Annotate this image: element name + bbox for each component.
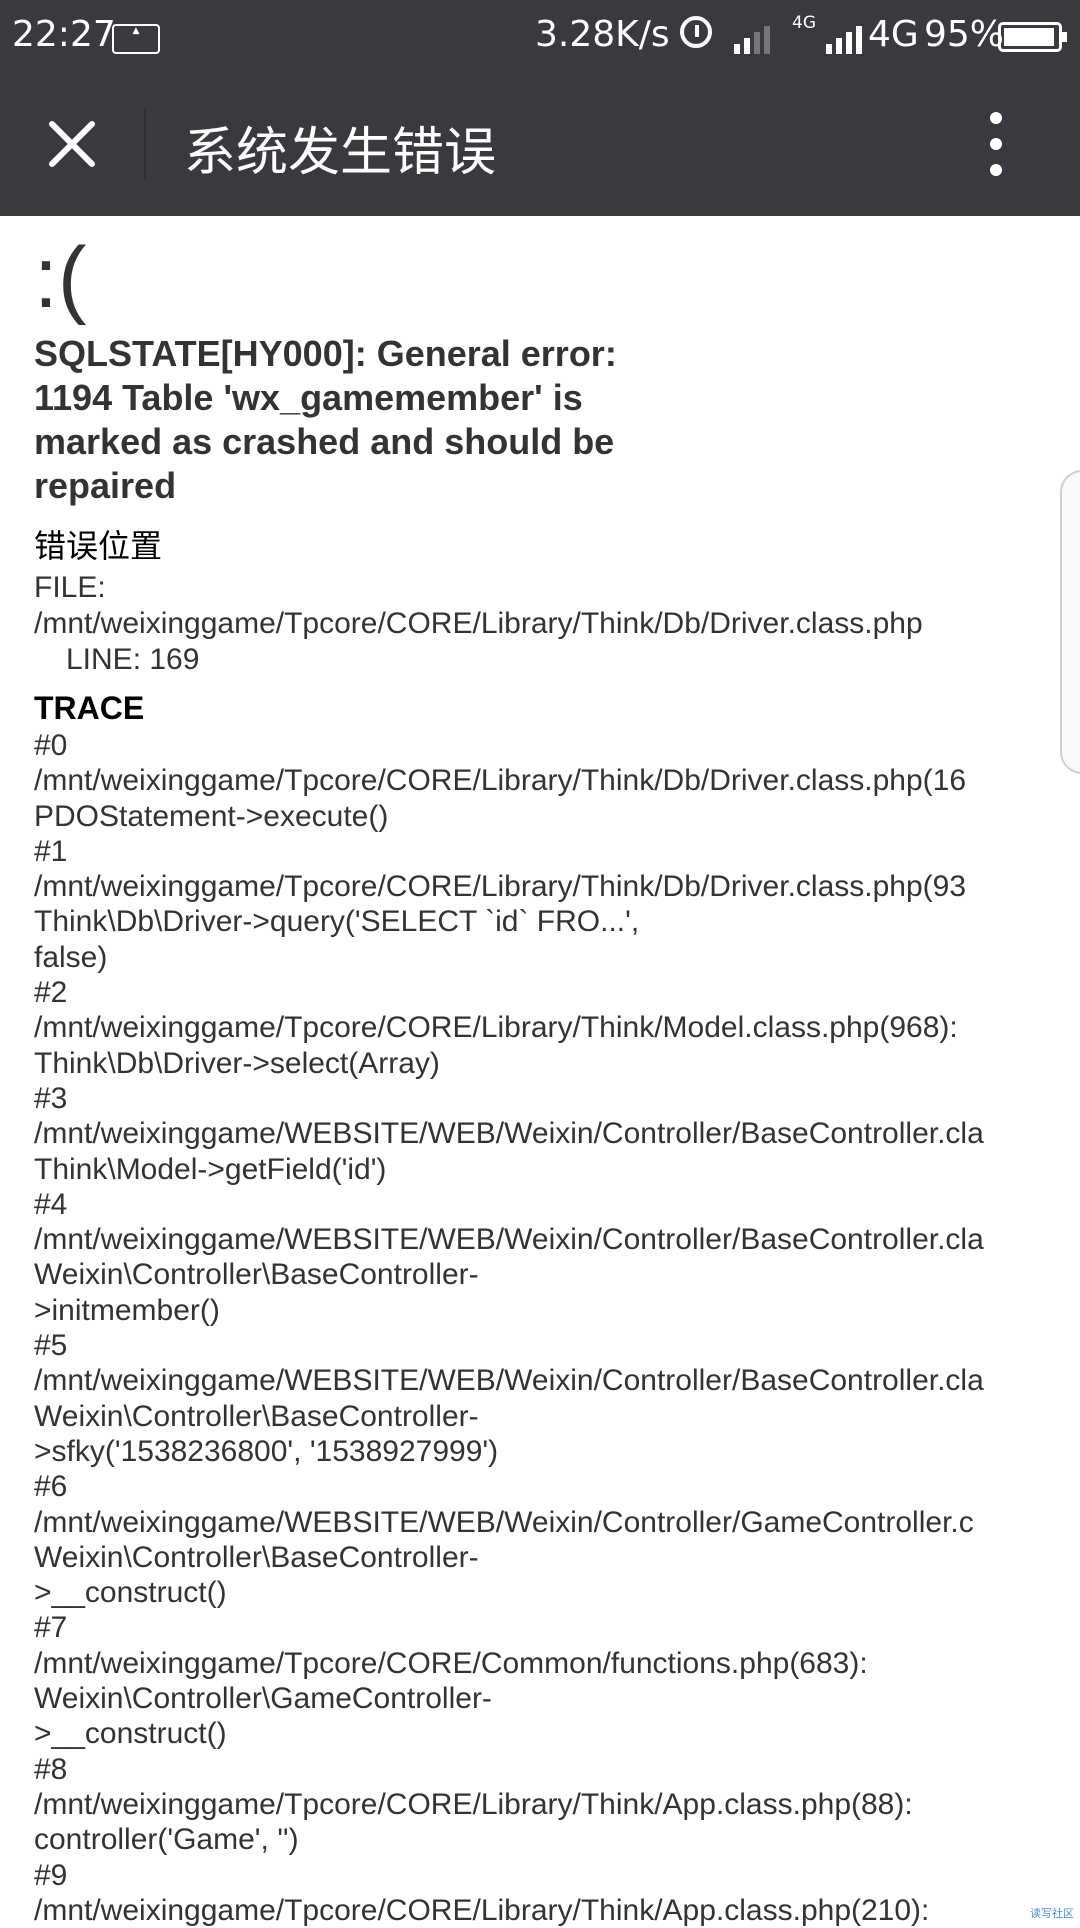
file-label: FILE: <box>34 571 106 604</box>
trace-line: #2 <box>34 976 68 1010</box>
trace-line: /mnt/weixinggame/Tpcore/CORE/Library/Thi… <box>34 1011 958 1045</box>
trace-title: TRACE <box>34 690 145 726</box>
trace-line: >initmember() <box>34 1293 220 1327</box>
alarm-icon <box>680 16 712 48</box>
trace-line: controller('Game', '') <box>34 1823 299 1857</box>
trace-line: /mnt/weixinggame/Tpcore/CORE/Library/Thi… <box>34 1893 930 1927</box>
trace-line: #7 <box>34 1611 68 1645</box>
more-options-button[interactable] <box>976 108 1016 180</box>
header-divider <box>144 108 146 180</box>
network-type: 4G <box>868 14 919 55</box>
signal-icon <box>734 26 770 54</box>
trace-line: #6 <box>34 1470 68 1504</box>
trace-line: #0 <box>34 729 68 762</box>
more-dot-icon <box>990 138 1002 150</box>
trace-line: #5 <box>34 1329 68 1363</box>
trace-line: /mnt/weixinggame/Tpcore/CORE/Common/func… <box>34 1646 868 1680</box>
sad-face: :( <box>34 230 87 326</box>
error-location-title: 错误位置 <box>34 528 163 564</box>
error-file: FILE: /mnt/weixinggame/Tpcore/CORE/Libra… <box>34 570 1080 678</box>
more-dot-icon <box>990 164 1002 176</box>
side-drag-handle[interactable] <box>1060 470 1080 774</box>
trace-line: >__construct() <box>34 1576 227 1610</box>
trace-line: #1 <box>34 834 68 868</box>
trace-line: Think\Db\Driver->query('SELECT `id` FRO.… <box>34 905 640 939</box>
trace-line: /mnt/weixinggame/WEBSITE/WEB/Weixin/Cont… <box>34 1364 984 1398</box>
trace-line: Weixin\Controller\BaseController- <box>34 1540 479 1574</box>
error-message: SQLSTATE[HY000]: General error: 1194 Tab… <box>34 333 617 506</box>
file-path: /mnt/weixinggame/Tpcore/CORE/Library/Thi… <box>34 607 923 640</box>
network-type-small: 4G <box>792 13 816 33</box>
close-button[interactable] <box>30 102 114 186</box>
signal-icon-2 <box>826 26 862 54</box>
trace-line: Think\Model->getField('id') <box>34 1152 387 1186</box>
error-line: LINE: 169 <box>66 643 200 676</box>
error-content: :( SQLSTATE[HY000]: General error: 1194 … <box>34 230 1080 1928</box>
more-dot-icon <box>990 112 1002 124</box>
status-time: 22:27 <box>12 14 116 55</box>
trace-line: false) <box>34 940 108 974</box>
trace-line: #3 <box>34 1081 68 1115</box>
trace-line: Think\Db\Driver->select(Array) <box>34 1046 440 1080</box>
trace-line: >sfky('1538236800', '1538927999') <box>34 1434 499 1468</box>
trace-line: /mnt/weixinggame/Tpcore/CORE/Library/Thi… <box>34 870 967 904</box>
page-title: 系统发生错误 <box>184 123 497 183</box>
status-bar: 22:27 ▲ 3.28K/s 4G 4G 95% <box>0 0 1080 72</box>
trace-line: #8 <box>34 1752 68 1786</box>
trace-line: /mnt/weixinggame/WEBSITE/WEB/Weixin/Cont… <box>34 1223 984 1257</box>
close-icon[interactable] <box>30 102 114 186</box>
battery-percent: 95% <box>924 14 1005 55</box>
trace-line: #9 <box>34 1858 68 1892</box>
trace-list: #0/mnt/weixinggame/Tpcore/CORE/Library/T… <box>34 728 1080 1928</box>
trace-line: /mnt/weixinggame/Tpcore/CORE/Library/Thi… <box>34 1787 913 1821</box>
app-header: 系统发生错误 <box>0 72 1080 216</box>
trace-line: /mnt/weixinggame/WEBSITE/WEB/Weixin/Cont… <box>34 1117 984 1151</box>
trace-line: Weixin\Controller\GameController- <box>34 1682 492 1716</box>
notification-icon: ▲ <box>112 24 160 54</box>
trace-line: Weixin\Controller\BaseController- <box>34 1258 479 1292</box>
trace-line: /mnt/weixinggame/Tpcore/CORE/Library/Thi… <box>34 764 967 798</box>
trace-line: Weixin\Controller\BaseController- <box>34 1399 479 1433</box>
trace-line: PDOStatement->execute() <box>34 799 389 833</box>
network-speed: 3.28K/s <box>535 14 670 55</box>
watermark: 读写社区 <box>1030 1907 1074 1920</box>
battery-icon <box>998 22 1067 52</box>
trace-line: >__construct() <box>34 1717 227 1751</box>
trace-line: /mnt/weixinggame/WEBSITE/WEB/Weixin/Cont… <box>34 1505 974 1539</box>
trace-line: #4 <box>34 1187 68 1221</box>
